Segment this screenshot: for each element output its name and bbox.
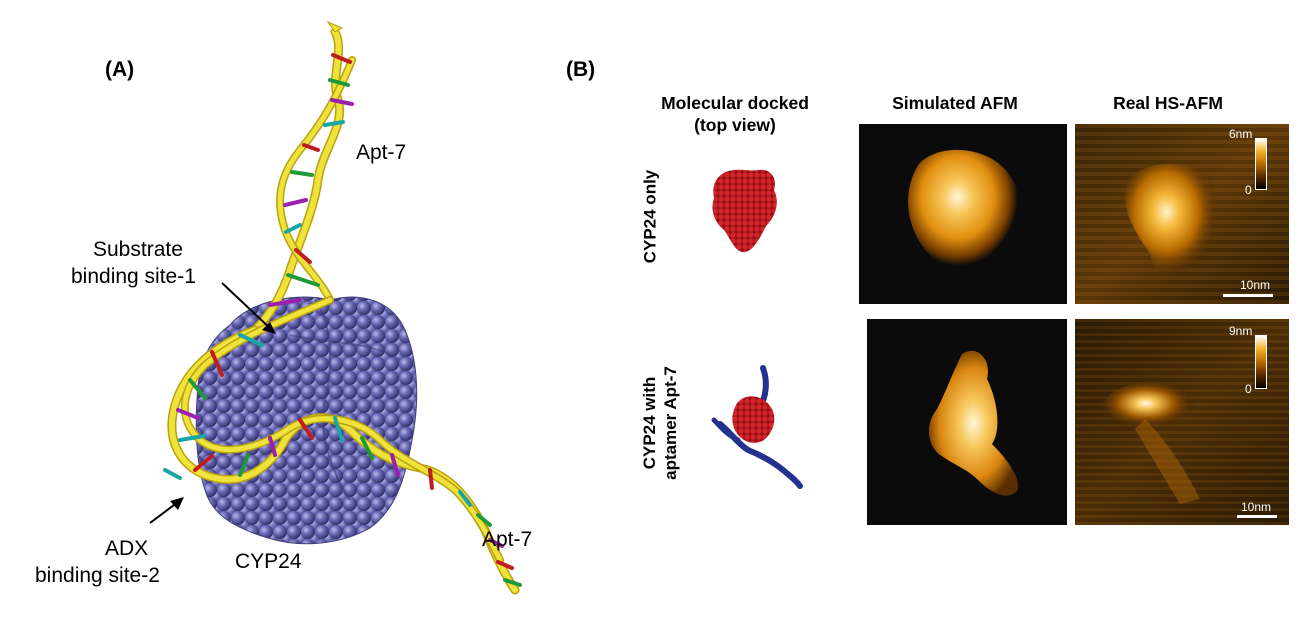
panel-b-letter: (B) — [566, 58, 596, 81]
cyp24-label: CYP24 — [235, 550, 302, 573]
aptamer-base-pairs — [163, 53, 522, 587]
simulated-afm-cyp24-only — [858, 123, 1068, 305]
apt7-top-label: Apt-7 — [356, 141, 407, 164]
colorbar-row2-max: 9nm — [1229, 324, 1253, 338]
adx-site-arrow — [149, 497, 184, 524]
row1-title: CYP24 only — [640, 169, 660, 264]
docked-title-line1: Molecular docked — [661, 93, 809, 113]
scalebar-row1 — [1223, 294, 1273, 297]
substrate-label-line2: binding site-1 — [71, 265, 196, 288]
real-column-title: Real HS-AFM — [1113, 93, 1223, 113]
aptamer-ribbon — [167, 20, 520, 595]
docked-column-title: Molecular docked (top view) — [640, 92, 830, 136]
adx-label-line1: ADX — [105, 537, 149, 560]
row2-title-line1: CYP24 with — [640, 376, 659, 470]
colorbar-row1-min: 0 — [1245, 183, 1252, 197]
panel-a-structure — [149, 20, 522, 595]
adx-label-line2: binding site-2 — [35, 564, 160, 587]
docked-cyp24-only — [712, 169, 777, 253]
row2-title: CYP24 with aptamer Apt-7 — [639, 341, 681, 505]
colorbar-row2-min: 0 — [1245, 382, 1252, 396]
simulated-afm-cyp24-aptamer — [866, 318, 1068, 526]
simulated-column-title: Simulated AFM — [892, 93, 1018, 113]
scalebar-row2-label: 10nm — [1241, 500, 1272, 514]
docked-cyp24-aptamer — [711, 365, 803, 489]
panel-a-letter: (A) — [105, 58, 135, 81]
scalebar-row2 — [1237, 515, 1277, 518]
real-afm-cyp24-only: 6nm 0 10nm — [1074, 123, 1290, 305]
colorbar-row1-max: 6nm — [1229, 127, 1253, 141]
substrate-label-line1: Substrate — [93, 238, 183, 261]
row2-title-line2: aptamer Apt-7 — [661, 366, 680, 480]
apt7-bottom-label: Apt-7 — [482, 528, 533, 551]
substrate-site-arrow — [221, 282, 276, 334]
colorbar-row2 — [1255, 335, 1267, 389]
colorbar-row1 — [1255, 138, 1267, 190]
real-afm-cyp24-aptamer: 9nm 0 10nm — [1074, 318, 1290, 526]
docked-title-line2: (top view) — [694, 115, 776, 135]
scalebar-row1-label: 10nm — [1240, 278, 1271, 292]
